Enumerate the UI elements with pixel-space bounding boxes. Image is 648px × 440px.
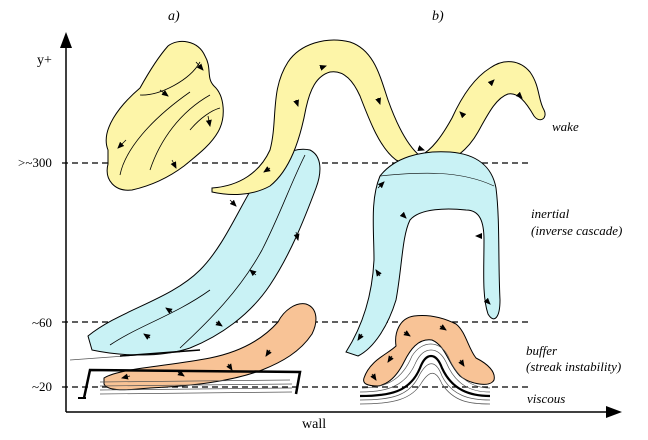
x-axis-arrowhead — [606, 406, 622, 418]
inertial-layer-label: inertial — [531, 207, 569, 220]
y-axis-label: y+ — [37, 54, 52, 68]
level-label-60: ~60 — [32, 316, 52, 329]
panel-b-wake-structure — [212, 40, 545, 194]
level-label-300: >~300 — [18, 156, 52, 169]
viscous-layer-label: viscous — [527, 392, 565, 405]
x-axis-label: wall — [302, 418, 326, 432]
panel-a-label: a) — [168, 10, 180, 24]
wake-layer-label: wake — [552, 120, 579, 133]
level-label-20: ~20 — [32, 380, 52, 393]
buffer-layer-label: buffer — [526, 344, 557, 357]
y-axis-arrowhead — [60, 32, 72, 48]
inertial-layer-sublabel: (inverse cascade) — [531, 224, 622, 237]
panel-b-label: b) — [432, 10, 444, 24]
panel-a-wake-structure — [106, 41, 223, 190]
buffer-layer-sublabel: (streak instability) — [526, 360, 621, 373]
